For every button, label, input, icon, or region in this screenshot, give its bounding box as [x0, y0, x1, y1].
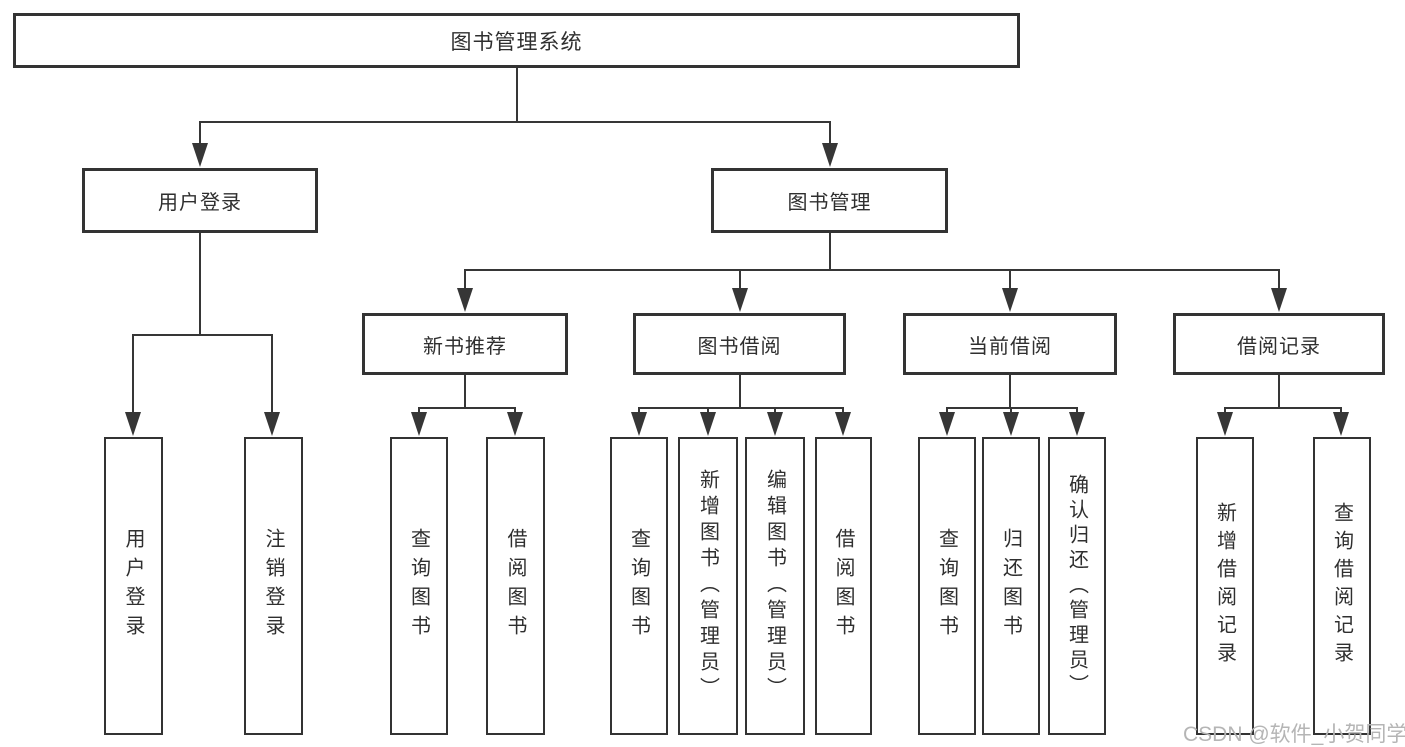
leaf-current-query-books: 查询图书 — [918, 437, 976, 735]
node-user-login-label: 用户登录 — [158, 192, 242, 214]
arrow-down-icon — [700, 412, 716, 436]
leaf-borrow-query-books: 查询图书 — [610, 437, 668, 735]
leaf-borrow-query-books-label: 查询图书 — [627, 528, 650, 644]
watermark: CSDN @软件_小贺同学 — [1183, 723, 1405, 746]
node-root-label: 图书管理系统 — [450, 30, 583, 54]
connector-bookmgmt-level3 — [464, 233, 1280, 296]
leaf-current-confirm-return-admin-label: 确认归还（管理员） — [1065, 473, 1088, 699]
node-root: 图书管理系统 — [13, 13, 1020, 68]
node-book-borrowing-label: 图书借阅 — [697, 335, 782, 358]
arrow-down-icon — [822, 143, 838, 167]
connector-root-level2 — [199, 68, 831, 150]
node-new-book-recommend-label: 新书推荐 — [423, 335, 507, 358]
node-current-borrowing-label: 当前借阅 — [968, 335, 1052, 358]
leaf-borrow-add-books-admin: 新增图书（管理员） — [678, 437, 738, 735]
arrow-down-icon — [939, 412, 955, 436]
node-book-management-label: 图书管理 — [787, 192, 872, 214]
leaf-newbook-borrow-books-label: 借阅图书 — [504, 528, 526, 644]
arrow-down-icon — [264, 412, 280, 436]
arrow-down-icon — [1069, 412, 1085, 436]
leaf-records-add-record-label: 新增借阅记录 — [1213, 502, 1236, 670]
leaf-current-return-books-label: 归还图书 — [999, 528, 1022, 644]
node-new-book-recommend: 新书推荐 — [362, 313, 568, 375]
arrow-down-icon — [125, 412, 141, 436]
arrowheads — [125, 143, 1349, 436]
arrow-down-icon — [457, 288, 473, 312]
leaf-newbook-borrow-books: 借阅图书 — [486, 437, 545, 735]
leaf-borrow-borrow-books-label: 借阅图书 — [832, 528, 854, 644]
node-book-borrowing: 图书借阅 — [633, 313, 846, 375]
leaf-logout-label: 注销登录 — [262, 528, 284, 644]
leaf-current-query-books-label: 查询图书 — [935, 528, 958, 644]
arrow-down-icon — [1333, 412, 1349, 436]
arrow-down-icon — [411, 412, 427, 436]
leaf-records-query-record-label: 查询借阅记录 — [1330, 502, 1353, 670]
arrow-down-icon — [1002, 288, 1018, 312]
leaf-current-confirm-return-admin: 确认归还（管理员） — [1048, 437, 1106, 735]
leaf-borrow-edit-books-admin: 编辑图书（管理员） — [745, 437, 805, 735]
node-user-login: 用户登录 — [82, 168, 318, 233]
arrow-down-icon — [1003, 412, 1019, 436]
leaf-records-query-record: 查询借阅记录 — [1313, 437, 1371, 735]
node-borrowing-records-label: 借阅记录 — [1237, 335, 1321, 358]
leaf-user-login: 用户登录 — [104, 437, 163, 735]
leaf-borrow-add-books-admin-label: 新增图书（管理员） — [696, 469, 719, 703]
leaf-user-login-label: 用户登录 — [122, 528, 144, 644]
connector-userlogin-leaves — [132, 232, 273, 420]
arrow-down-icon — [631, 412, 647, 436]
leaf-current-return-books: 归还图书 — [982, 437, 1040, 735]
arrow-down-icon — [835, 412, 851, 436]
node-current-borrowing: 当前借阅 — [903, 313, 1117, 375]
connector-borrowing-leaves — [638, 375, 844, 420]
leaf-borrow-edit-books-admin-label: 编辑图书（管理员） — [763, 469, 786, 703]
leaf-borrow-borrow-books: 借阅图书 — [815, 437, 872, 735]
arrow-down-icon — [1217, 412, 1233, 436]
leaf-newbook-query-books-label: 查询图书 — [407, 528, 430, 644]
connector-records-leaves — [1224, 375, 1342, 420]
arrow-down-icon — [732, 288, 748, 312]
arrow-down-icon — [192, 143, 208, 167]
connector-newbook-leaves — [418, 375, 516, 420]
leaf-records-add-record: 新增借阅记录 — [1196, 437, 1254, 735]
node-borrowing-records: 借阅记录 — [1173, 313, 1385, 375]
leaf-newbook-query-books: 查询图书 — [390, 437, 448, 735]
node-book-management: 图书管理 — [711, 168, 948, 233]
leaf-logout: 注销登录 — [244, 437, 303, 735]
arrow-down-icon — [1271, 288, 1287, 312]
arrow-down-icon — [767, 412, 783, 436]
arrow-down-icon — [507, 412, 523, 436]
